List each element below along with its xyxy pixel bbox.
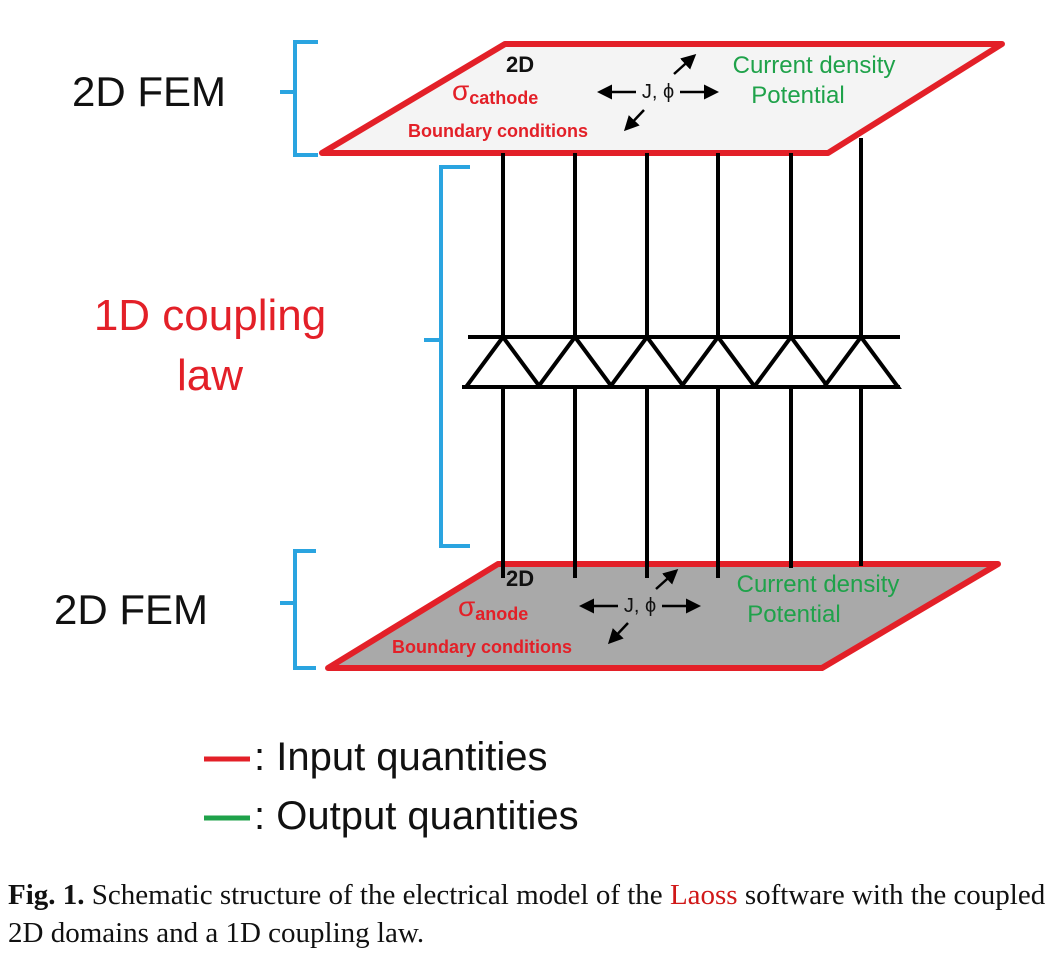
figure-caption: Fig. 1. Schematic structure of the elect… [8,876,1058,952]
top-fem-label: 2D FEM [72,68,226,115]
brackets [280,40,470,670]
top-flux-arrows [597,53,719,132]
bottom-sigma-subscript: anode [475,604,528,624]
top-arrow-up [673,53,697,75]
bottom-plane [325,561,1001,671]
bottom-output-current: Current density [737,571,900,598]
caption-text-after: software with the coupled 2D domains and… [8,879,1046,949]
top-arrow-down [623,109,645,132]
coupling-element-5 [750,333,832,389]
coupling-label-line2: law [177,351,243,400]
caption-fig-label: Fig. 1. [8,879,85,911]
top-sigma-symbol: σ [452,75,469,106]
coupling-element-6 [820,333,902,389]
bracket-bottom-fem [280,549,316,670]
top-sigma-subscript: cathode [469,88,538,108]
top-sigma-label: σcathode [452,75,538,108]
top-output-current: Current density [733,52,896,79]
bottom-arrows-label: J, ϕ [624,595,656,617]
bottom-arrow-up [655,568,679,590]
top-boundary-label: Boundary conditions [408,121,588,141]
top-plane [319,41,1005,156]
bracket-coupling [424,165,470,548]
coupling-element-1 [462,333,544,389]
bottom-sigma-label: σanode [458,591,528,624]
top-output-potential: Potential [751,82,844,109]
coupling-element-2 [534,333,616,389]
bottom-output-potential: Potential [747,601,840,628]
legend-output-label: : Output quantities [254,794,579,838]
top-dim-label: 2D [506,52,534,77]
bottom-sigma-symbol: σ [458,591,475,622]
legend: : Input quantities : Output quantities [204,735,579,838]
legend-input-label: : Input quantities [254,735,548,779]
bracket-top-fem [280,40,318,157]
coupling-element-3 [606,333,688,389]
coupling-element-4 [677,333,759,389]
bottom-boundary-label: Boundary conditions [392,637,572,657]
coupling-elements [462,333,902,389]
bottom-dim-label: 2D [506,566,534,591]
bottom-flux-arrows [579,568,701,645]
coupling-label-line1: 1D coupling [94,291,326,340]
bottom-arrow-down [607,622,629,645]
caption-laoss-link[interactable]: Laoss [669,879,738,911]
top-arrows-label: J, ϕ [642,81,674,103]
bottom-fem-label: 2D FEM [54,586,208,633]
caption-text-before: Schematic structure of the electrical mo… [91,879,663,911]
